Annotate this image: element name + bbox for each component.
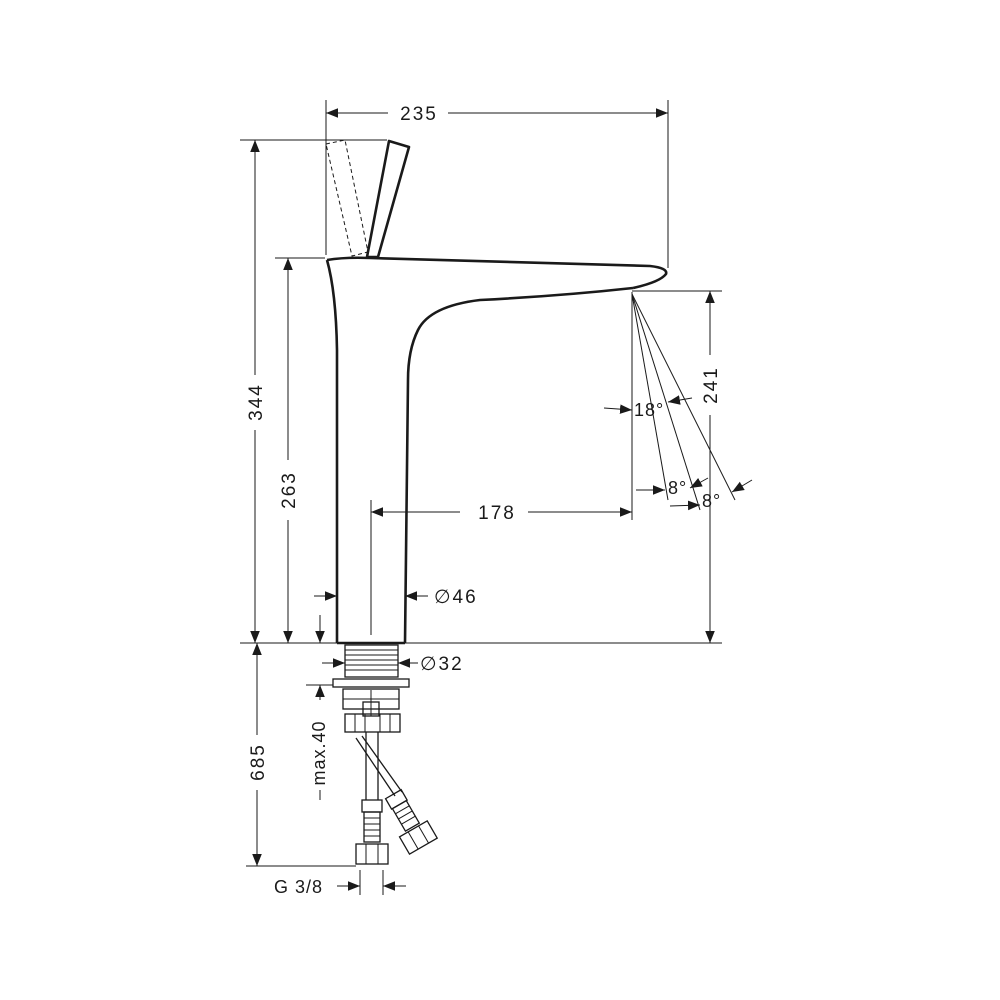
inner-angle-arrow-right [689, 477, 709, 489]
body-diameter-label: ∅46 [434, 587, 478, 608]
spout-reach-label: 178 [478, 503, 516, 524]
faucet-body [325, 256, 668, 645]
supply-hoses [355, 732, 439, 865]
inner-angle-label: 8° [668, 478, 687, 498]
outer-angle-label: 8° [702, 491, 721, 511]
connection-label: G 3/8 [274, 877, 323, 897]
outer-angle-arrow-left [669, 500, 701, 511]
max-thickness-label: max.40 [309, 720, 329, 785]
flow-height-label: 241 [701, 366, 722, 404]
spray-angle-arrow-right [667, 395, 693, 405]
overall-width-label: 235 [400, 104, 438, 125]
hose-length-label: 685 [248, 743, 269, 781]
mounting-assembly [332, 644, 410, 733]
spray-lines [631, 293, 736, 511]
spray-angle-arrow-left [603, 404, 633, 414]
overall-height-label: 344 [246, 383, 267, 421]
thread-diameter-label: ∅32 [420, 654, 464, 675]
spout-height-label: 263 [279, 471, 300, 509]
lever-handle [325, 139, 411, 259]
outer-angle-arrow-right [731, 479, 753, 493]
spray-angle-label: 18° [634, 400, 664, 420]
